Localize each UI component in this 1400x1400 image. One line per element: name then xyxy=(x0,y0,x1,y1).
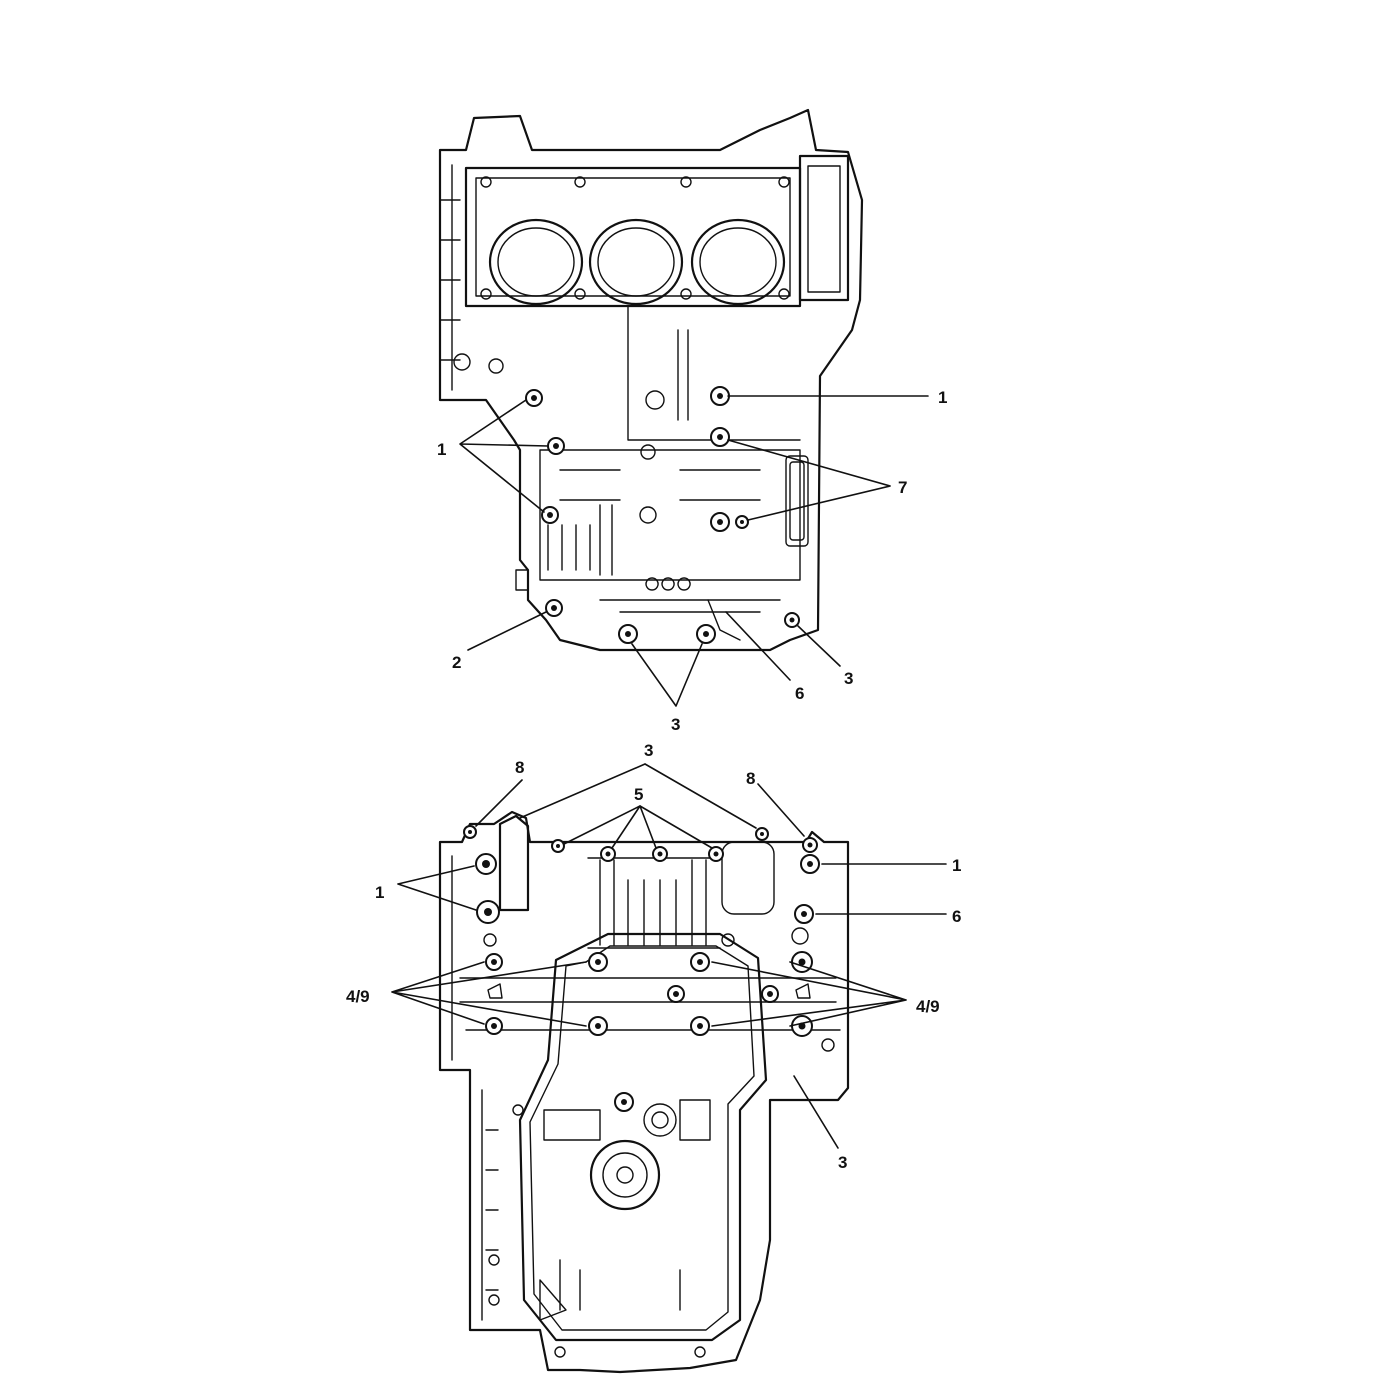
lower-callouts: 3 8 8 5 1 1 6 4/9 4/9 3 xyxy=(346,741,961,1172)
upper-leader-lines xyxy=(459,395,929,707)
callout-upper-7: 7 xyxy=(898,478,907,497)
callout-upper-3-bottom: 3 xyxy=(671,715,680,734)
upper-crankcase: 1 1 7 2 3 6 3 xyxy=(437,108,947,734)
callout-lower-4-9-right: 4/9 xyxy=(916,997,940,1016)
lower-leader-lines xyxy=(391,763,947,1149)
callout-lower-1-right: 1 xyxy=(952,856,961,875)
callout-lower-8-left: 8 xyxy=(515,758,524,777)
callout-upper-1-left: 1 xyxy=(437,440,446,459)
callout-lower-8-right: 8 xyxy=(746,769,755,788)
callout-lower-3-bottom: 3 xyxy=(838,1153,847,1172)
callout-lower-4-9-left: 4/9 xyxy=(346,987,370,1006)
callout-lower-5: 5 xyxy=(634,785,643,804)
cylinder-bore-3 xyxy=(690,218,786,306)
cylinder-bore-2 xyxy=(588,218,684,306)
callout-upper-2: 2 xyxy=(452,653,461,672)
callout-upper-3-right: 3 xyxy=(844,669,853,688)
upper-bolts xyxy=(525,386,800,644)
callout-lower-6: 6 xyxy=(952,907,961,926)
upper-callouts: 1 1 7 2 3 6 3 xyxy=(437,388,947,734)
lower-bolts xyxy=(463,825,820,1112)
lower-crankcase: 3 8 8 5 1 1 6 4/9 4/9 3 xyxy=(346,741,961,1374)
callout-upper-6: 6 xyxy=(795,684,804,703)
cylinder-bore-1 xyxy=(488,218,584,306)
callout-upper-1-right: 1 xyxy=(938,388,947,407)
callout-lower-3-top: 3 xyxy=(644,741,653,760)
callout-lower-1-left: 1 xyxy=(375,883,384,902)
